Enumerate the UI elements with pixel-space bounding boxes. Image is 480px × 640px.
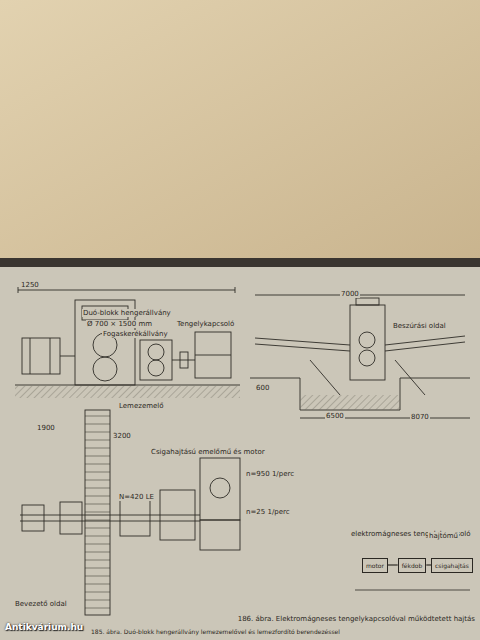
right-elevation — [250, 295, 470, 418]
shaft-line — [388, 564, 398, 565]
roller-line — [85, 496, 110, 497]
dimension-label: 1250 — [20, 281, 40, 289]
part-label: Fogaskerékállvány — [102, 330, 169, 338]
watermark: Antikvárium.hu — [4, 622, 84, 632]
roller-line — [85, 536, 110, 537]
roller-line — [85, 528, 110, 529]
part-label: Csigahajtású emelőmű és motor — [150, 448, 266, 456]
dimension-label: 186. ábra. Elektromágneses tengelykapcso… — [237, 615, 476, 623]
roller-line — [85, 424, 110, 425]
dimension-label: 7000 — [340, 290, 360, 298]
roller-line — [85, 552, 110, 553]
dimension-label: 8070 — [410, 413, 430, 421]
unit-label: fékdob — [402, 562, 423, 569]
roller-line — [85, 584, 110, 585]
roller-line — [85, 504, 110, 505]
dimension-label: n=950 1/perc — [245, 470, 295, 478]
roller-line — [85, 464, 110, 465]
part-label: Tengelykapcsoló — [176, 320, 235, 328]
part-label: Lemezemelő — [118, 402, 165, 410]
lower-page — [0, 267, 480, 640]
roller-line — [85, 608, 110, 609]
dimension-label: 6500 — [325, 412, 345, 420]
roller-line — [85, 448, 110, 449]
left-elevation — [15, 287, 240, 398]
dimension-label: 600 — [255, 384, 270, 392]
roller-line — [85, 416, 110, 417]
part-label: Duó-blokk hengerállvány — [82, 309, 172, 317]
drive-schematic — [355, 590, 470, 591]
roller-line — [85, 592, 110, 593]
dimension-label: 1900 — [36, 424, 56, 432]
drive-unit-box: motor — [362, 558, 388, 573]
unit-label: motor — [366, 562, 384, 569]
plan-view — [20, 410, 240, 615]
roller-line — [85, 440, 110, 441]
roller-line — [85, 512, 110, 513]
dimension-label: 3200 — [112, 432, 132, 440]
roller-line — [85, 432, 110, 433]
roller-line — [85, 480, 110, 481]
roller-line — [85, 544, 110, 545]
drive-unit-box: csigahajtás — [431, 558, 473, 573]
roller-line — [85, 600, 110, 601]
part-label: Bevezető oldal — [14, 600, 68, 608]
page-edge — [0, 258, 480, 267]
dimension-label: n=25 1/perc — [245, 508, 291, 516]
roller-line — [85, 472, 110, 473]
roller-line — [85, 576, 110, 577]
roller-line — [85, 520, 110, 521]
roller-line — [85, 488, 110, 489]
roller-line — [85, 456, 110, 457]
part-label: Beszúrási oldal — [392, 322, 447, 330]
part-label: hajtómű — [428, 532, 459, 540]
figure-caption: 185. ábra. Duó-blokk hengerállvány lemez… — [90, 628, 341, 635]
roller-line — [85, 568, 110, 569]
dimension-label: N=420 LE — [118, 493, 155, 501]
roller-line — [85, 560, 110, 561]
upper-page — [0, 0, 480, 262]
drive-unit-box: fékdob — [398, 558, 427, 573]
dimension-label: Ø 700 × 1500 mm — [86, 320, 153, 328]
unit-label: csigahajtás — [435, 562, 469, 569]
